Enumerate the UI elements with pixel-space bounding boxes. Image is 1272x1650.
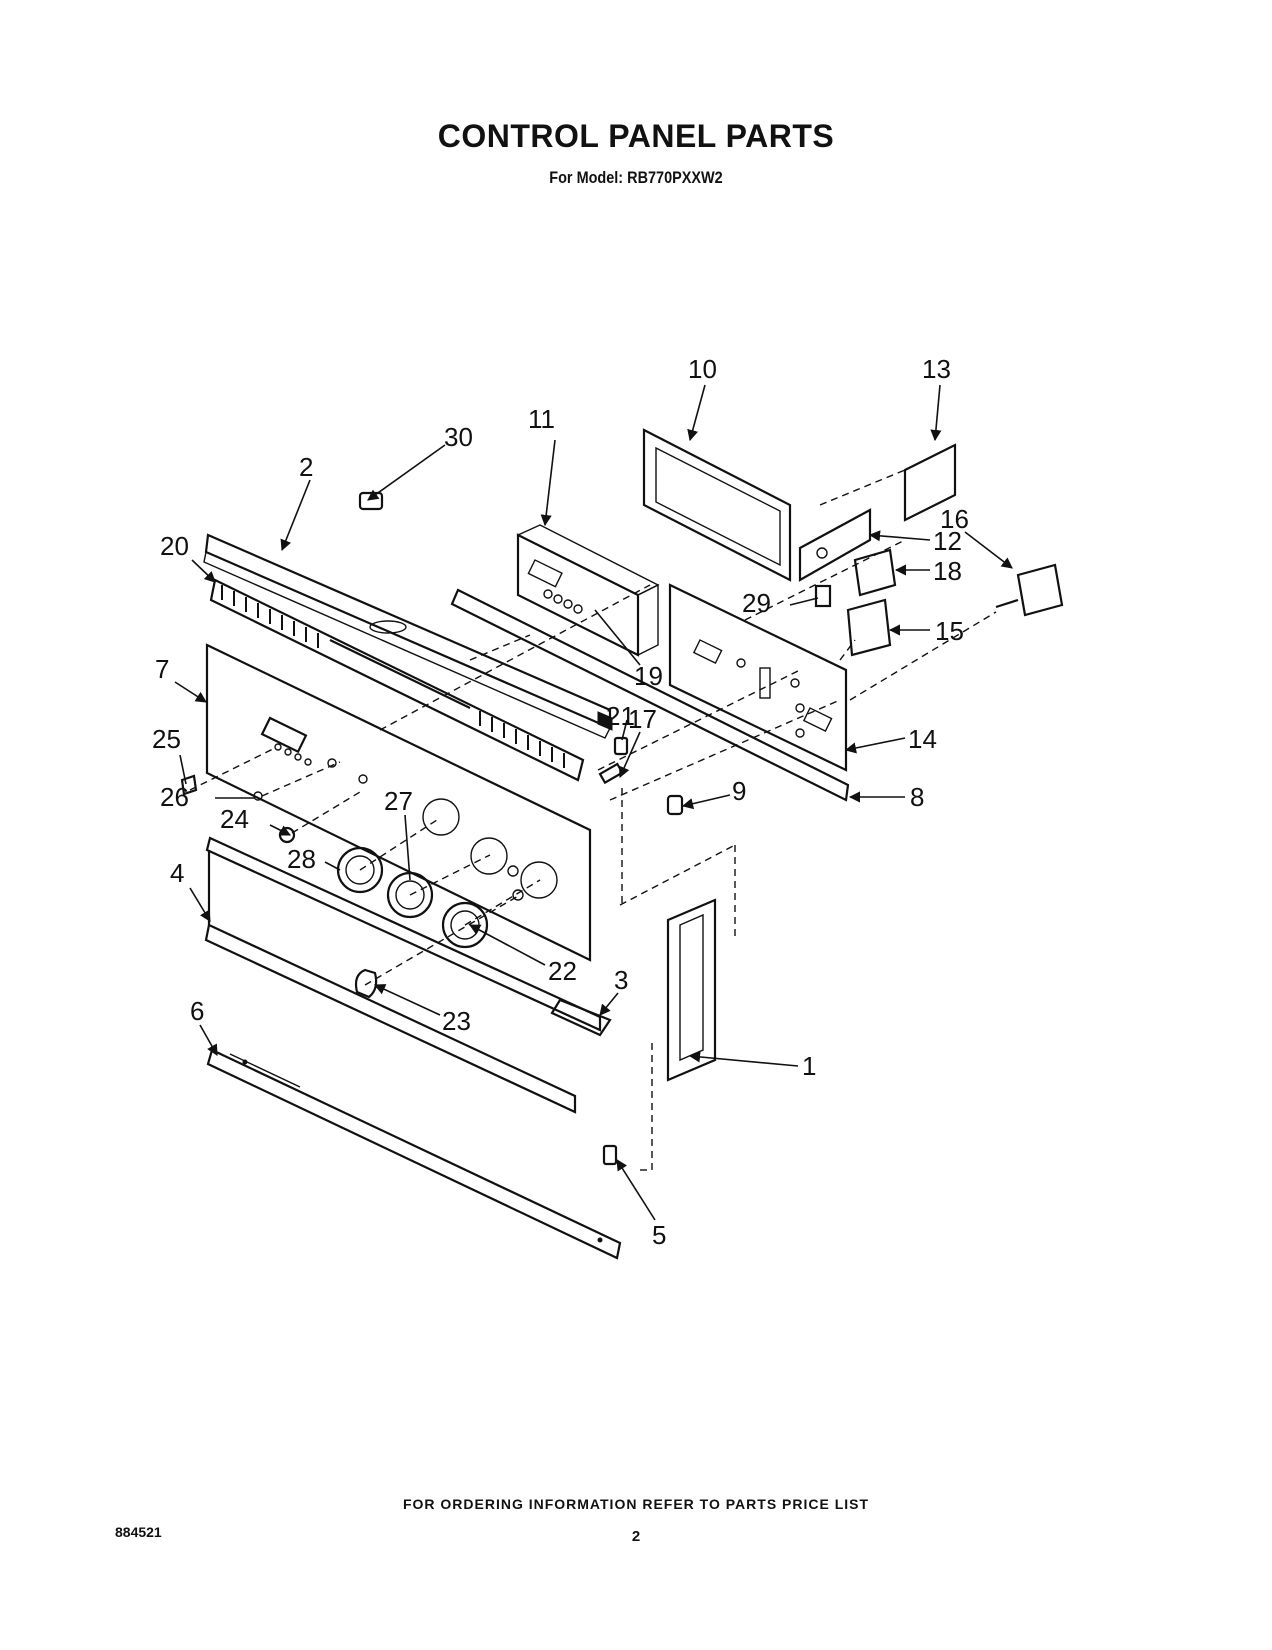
page-number: 2 bbox=[631, 1528, 641, 1545]
callout-14: 14 bbox=[908, 724, 937, 754]
callout-13: 13 bbox=[922, 354, 951, 384]
part-8-rail bbox=[450, 588, 850, 802]
part-30-clip bbox=[358, 491, 384, 511]
callout-2: 2 bbox=[299, 452, 313, 482]
callout-6: 6 bbox=[190, 996, 204, 1026]
part-7-panel-face bbox=[205, 643, 592, 962]
document-number: 884521 bbox=[115, 1524, 162, 1540]
assembly-dashed-lines bbox=[189, 469, 997, 1171]
callout-20: 20 bbox=[160, 531, 189, 561]
part-18-switch bbox=[853, 548, 897, 597]
callout-26: 26 bbox=[160, 782, 189, 812]
part-25-button bbox=[180, 774, 198, 796]
model-subtitle: For Model: RB770PXXW2 bbox=[549, 168, 723, 187]
part-20-grille bbox=[209, 578, 585, 782]
callout-7: 7 bbox=[155, 654, 169, 684]
callout-30: 30 bbox=[444, 422, 473, 452]
part-5-screw bbox=[602, 1144, 618, 1166]
part-12-bracket bbox=[798, 508, 872, 582]
callout-23: 23 bbox=[442, 1006, 471, 1036]
callout-11: 11 bbox=[528, 404, 555, 434]
part-16-thermostat bbox=[995, 563, 1064, 617]
part-23-knob bbox=[354, 968, 378, 999]
part-10-frame bbox=[642, 428, 792, 582]
callout-8: 8 bbox=[910, 782, 924, 812]
part-14-rear-panel bbox=[668, 583, 848, 772]
callout-10: 10 bbox=[688, 354, 717, 384]
part-11-clock bbox=[516, 524, 660, 657]
callout-19: 19 bbox=[634, 661, 663, 691]
part-15-switch bbox=[846, 598, 892, 657]
part-3-bracket bbox=[550, 998, 612, 1037]
callout-4: 4 bbox=[170, 858, 184, 888]
part-24-nut bbox=[278, 826, 296, 844]
callout-3: 3 bbox=[614, 965, 628, 995]
callout-27: 27 bbox=[384, 786, 413, 816]
callout-25: 25 bbox=[152, 724, 181, 754]
callout-28: 28 bbox=[287, 844, 316, 874]
part-13-cover bbox=[903, 443, 957, 522]
page-title: CONTROL PANEL PARTS bbox=[437, 118, 835, 154]
callout-9: 9 bbox=[732, 776, 746, 806]
callout-15: 15 bbox=[935, 616, 964, 646]
part-1-end-cap bbox=[666, 898, 717, 1082]
callout-29: 29 bbox=[742, 588, 771, 618]
callout-24: 24 bbox=[220, 804, 249, 834]
ordering-note: FOR ORDERING INFORMATION REFER TO PARTS … bbox=[402, 1496, 870, 1512]
callout-labels: 1 2 3 4 5 6 7 8 9 10 11 12 13 14 15 16 1… bbox=[152, 354, 969, 1250]
callout-22: 22 bbox=[548, 956, 577, 986]
leader-lines bbox=[174, 384, 1013, 1221]
callout-21: 21 bbox=[606, 701, 635, 731]
callout-16: 16 bbox=[940, 504, 969, 534]
part-9-clip bbox=[666, 794, 684, 816]
part-2-top-trim bbox=[203, 533, 613, 739]
callout-5: 5 bbox=[652, 1220, 666, 1250]
callout-18: 18 bbox=[933, 556, 962, 586]
part-21-clip bbox=[613, 736, 629, 756]
callout-12: 12 bbox=[933, 526, 962, 556]
part-29-clip bbox=[814, 584, 832, 608]
callout-1: 1 bbox=[802, 1051, 816, 1081]
callout-17: 17 bbox=[628, 704, 657, 734]
part-28-knob bbox=[336, 846, 384, 894]
part-22-knob bbox=[386, 871, 489, 949]
part-6-bottom-trim bbox=[206, 1048, 622, 1260]
